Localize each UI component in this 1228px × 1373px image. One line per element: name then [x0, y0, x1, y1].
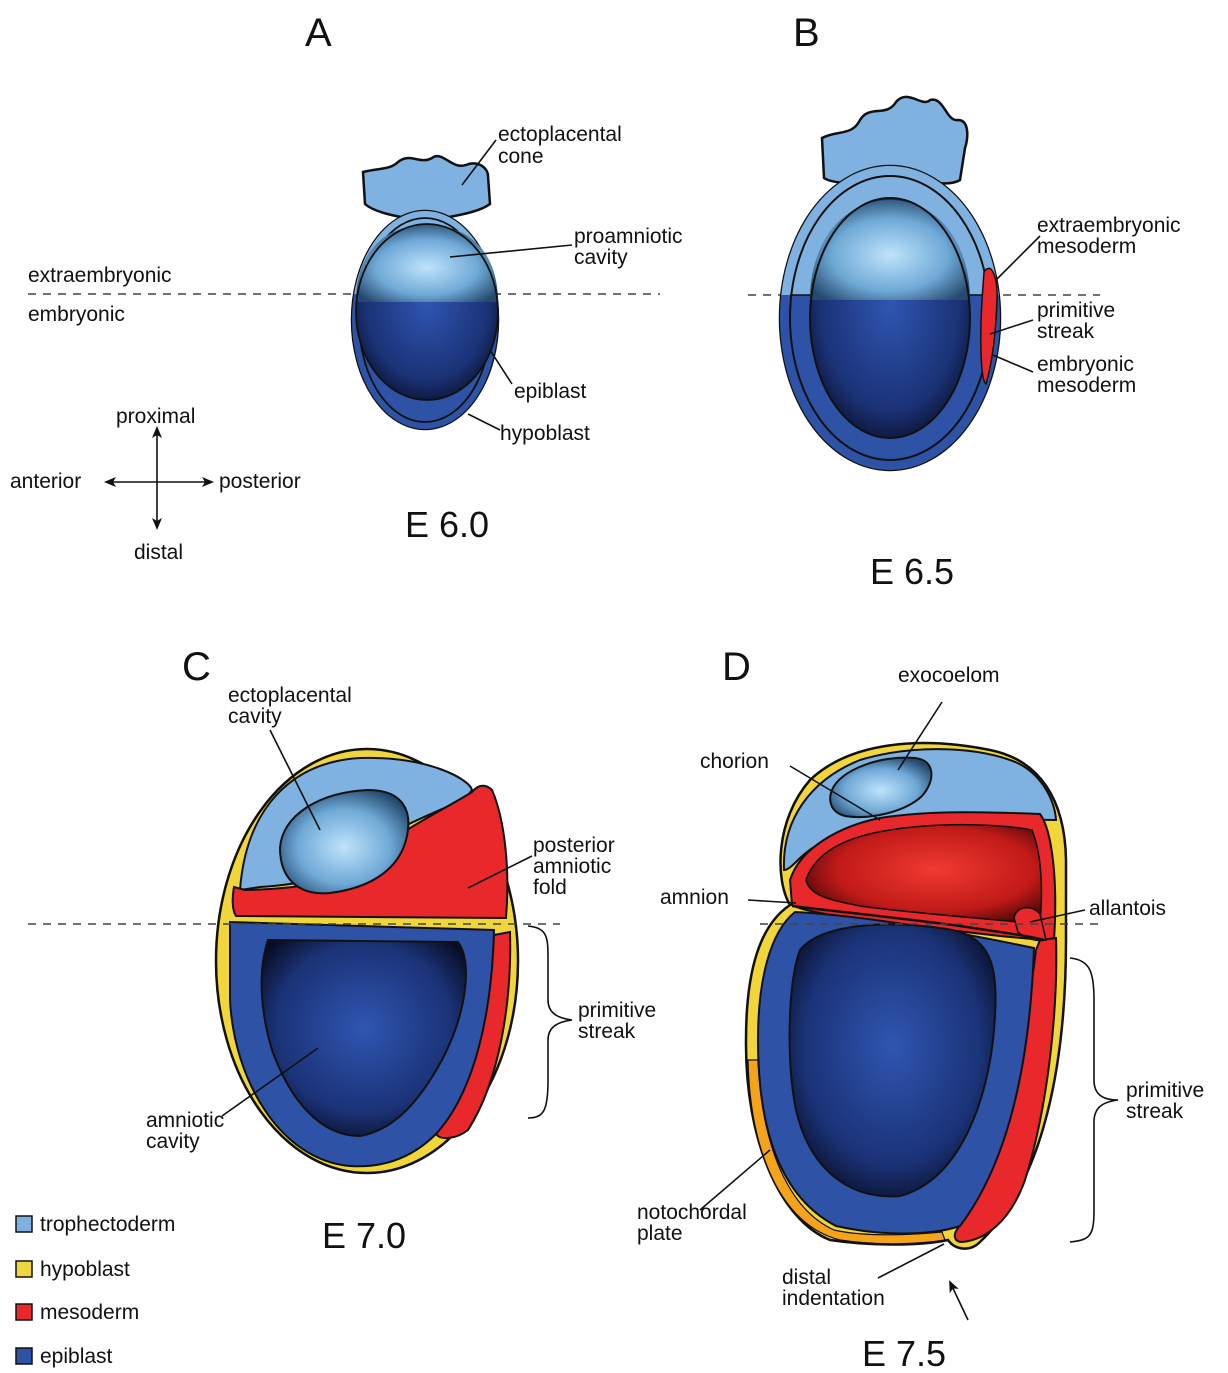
- panel-b-letter: B: [793, 11, 820, 55]
- legend-swatch-mesoderm: [16, 1304, 32, 1320]
- leader-hypoblast-a: [468, 414, 500, 430]
- distal-indentation-arrow: [950, 1282, 968, 1320]
- axis-posterior: posterior: [219, 470, 301, 493]
- panel-c-letter: C: [182, 645, 211, 689]
- legend-item: hypoblast: [16, 1258, 130, 1281]
- panel-b: B extraembryonic mesoderm primitive stre…: [748, 11, 1181, 592]
- panel-a-letter: A: [305, 11, 332, 55]
- leader-embryonic-mesoderm: [993, 355, 1033, 372]
- label-posterior-fold-3: fold: [533, 876, 567, 899]
- label-embryonic-mesoderm-2: mesoderm: [1037, 374, 1136, 397]
- panel-d: D exocoelom chorion amnion: [637, 645, 1204, 1373]
- label-proamniotic-line1: proamniotic: [574, 225, 683, 248]
- legend-swatch-hypoblast: [16, 1261, 32, 1277]
- legend-label: hypoblast: [40, 1258, 130, 1281]
- label-proamniotic-line2: cavity: [574, 246, 628, 269]
- label-epiblast: epiblast: [514, 380, 587, 403]
- label-exocoelom: exocoelom: [898, 664, 1000, 687]
- bracket-primitive-streak-d: [1070, 958, 1118, 1242]
- label-hypoblast: hypoblast: [500, 422, 590, 445]
- stage-label-c: E 7.0: [322, 1215, 406, 1256]
- label-notochordal-2: plate: [637, 1222, 683, 1245]
- legend-item: epiblast: [16, 1345, 113, 1368]
- label-distal-indentation-2: indentation: [782, 1287, 885, 1310]
- stage-label-d: E 7.5: [862, 1333, 946, 1373]
- label-embryonic-mesoderm-1: embryonic: [1037, 353, 1134, 376]
- bracket-primitive-streak-c: [528, 926, 572, 1118]
- label-embryonic: embryonic: [28, 303, 125, 326]
- axis-anterior: anterior: [10, 470, 81, 493]
- label-extraembryonic: extraembryonic: [28, 264, 172, 287]
- panel-d-letter: D: [722, 645, 751, 689]
- axis-proximal: proximal: [116, 405, 195, 428]
- legend-swatch-epiblast: [16, 1348, 32, 1364]
- legend-label: mesoderm: [40, 1301, 139, 1324]
- label-primitive-streak-b-2: streak: [1037, 320, 1095, 343]
- label-primitive-streak-c-1: primitive: [578, 999, 656, 1022]
- leader-extraembryonic-mesoderm: [996, 236, 1040, 280]
- legend: trophectoderm hypoblast mesoderm epiblas…: [16, 1213, 175, 1368]
- label-allantois: allantois: [1089, 897, 1166, 920]
- label-ectoplacental-cavity-1: ectoplacental: [228, 684, 352, 707]
- axis-distal: distal: [134, 541, 183, 564]
- label-posterior-fold-1: posterior: [533, 834, 615, 857]
- axis-compass: proximal distal anterior posterior: [10, 405, 301, 564]
- legend-swatch-trophectoderm: [16, 1216, 32, 1232]
- label-primitive-streak-b-1: primitive: [1037, 299, 1115, 322]
- label-ectoplacental-line2: cone: [498, 145, 544, 168]
- leader-epiblast-a: [490, 350, 512, 384]
- panel-c: C ectoplacental cavity posterior amnioti…: [28, 645, 656, 1256]
- label-posterior-fold-2: amniotic: [533, 855, 611, 878]
- label-primitive-streak-d-2: streak: [1126, 1100, 1184, 1123]
- legend-item: trophectoderm: [16, 1213, 175, 1236]
- label-notochordal-1: notochordal: [637, 1201, 747, 1224]
- label-ectoplacental-line1: ectoplacental: [498, 123, 622, 146]
- label-amnion: amnion: [660, 886, 729, 909]
- panel-a: A ectoplacental cone proamniotic cavity …: [28, 11, 683, 545]
- label-chorion: chorion: [700, 750, 769, 773]
- label-primitive-streak-d-1: primitive: [1126, 1079, 1204, 1102]
- stage-label-a: E 6.0: [405, 504, 489, 545]
- legend-label: epiblast: [40, 1345, 113, 1368]
- label-primitive-streak-c-2: streak: [578, 1020, 636, 1043]
- label-amniotic-cavity-2: cavity: [146, 1130, 200, 1153]
- label-ectoplacental-cavity-2: cavity: [228, 705, 282, 728]
- stage-label-b: E 6.5: [870, 551, 954, 592]
- legend-label: trophectoderm: [40, 1213, 175, 1236]
- label-extraembryonic-mesoderm-2: mesoderm: [1037, 235, 1136, 258]
- legend-item: mesoderm: [16, 1301, 139, 1324]
- label-extraembryonic-mesoderm-1: extraembryonic: [1037, 214, 1181, 237]
- label-amniotic-cavity-1: amniotic: [146, 1109, 224, 1132]
- leader-distal-indentation: [878, 1244, 944, 1278]
- label-distal-indentation-1: distal: [782, 1266, 831, 1289]
- ectoplacental-cone-a: [363, 156, 490, 219]
